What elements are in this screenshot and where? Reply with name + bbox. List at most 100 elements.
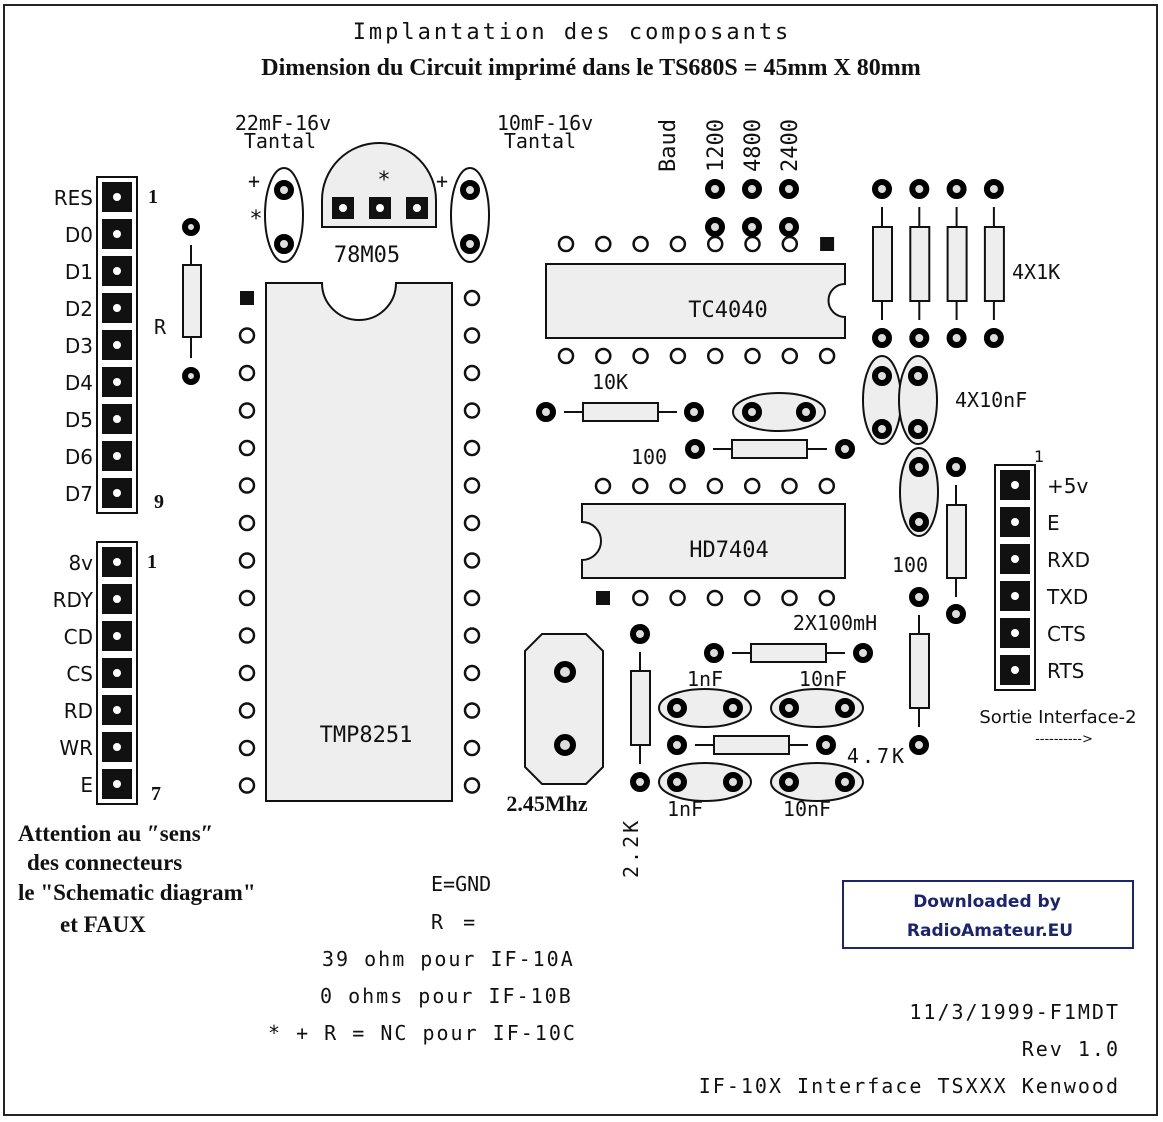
connector-housing [994, 464, 1036, 691]
connector-pin-hole [113, 632, 121, 640]
connector-pin-label: 8v [68, 551, 93, 575]
resistor-pad [983, 328, 1004, 348]
pin-pad [463, 739, 481, 757]
pin-pad [238, 702, 256, 719]
jumper-pad [705, 217, 725, 237]
resistor-body [983, 226, 1005, 302]
pin-pad [463, 477, 481, 494]
connector-data-first-pin: 1 [148, 186, 158, 208]
resistor-pad [946, 179, 967, 199]
pin-pad [557, 235, 575, 253]
pin-pad [463, 702, 481, 719]
connector-pin-label: D2 [65, 297, 93, 321]
inductor-100mh-2 [667, 735, 836, 755]
tantal-capacitor-10mf: + [436, 167, 490, 263]
pin-pad [238, 477, 256, 494]
regulator-label: 78M05 [334, 243, 400, 268]
warning-line-1: Attention au ″sens″ [18, 821, 213, 846]
resistor-body [946, 226, 968, 302]
resistor-4-7k: 4.7K [847, 587, 930, 768]
connector-pin-label: CS [66, 662, 93, 686]
capacitor-1nf-bottom: 1nF [658, 762, 752, 821]
warning-line-2: des connecteurs [27, 850, 182, 875]
pin-pad [463, 777, 481, 794]
chip-tmp8251-pins [238, 289, 481, 794]
watermark-line-1: Downloaded by [913, 892, 1061, 912]
crystal: 2.45Mhz [506, 633, 604, 816]
watermark-line-2: RadioAmateur.EU [907, 921, 1073, 941]
pin-pad [238, 364, 256, 382]
footer-date-author: 11/3/1999-F1MDT [909, 1000, 1120, 1024]
pin-pad [632, 347, 649, 365]
cap-left-type: Tantal [244, 129, 316, 153]
pin-pad [238, 589, 256, 607]
resistor-10k-label: 10K [592, 370, 628, 394]
connector-pin-hole [113, 230, 121, 238]
pin-pad [594, 477, 612, 495]
pin-pad [595, 235, 612, 253]
pin-pad [781, 235, 799, 253]
pin-pad [632, 477, 649, 495]
pin-pad [238, 777, 256, 794]
connector-pin-hole [113, 378, 121, 386]
resistor-2-2k: 2.2K [619, 624, 651, 878]
connector-pin-label: E [1047, 511, 1060, 535]
pin-pad [595, 347, 612, 365]
warning-line-4: et FAUX [60, 912, 146, 937]
connector-pin-label: TXD [1046, 585, 1088, 609]
pin-pad [238, 439, 256, 457]
pin-pad [632, 589, 649, 607]
connector-pin-label: RTS [1047, 659, 1084, 683]
pin-pad [743, 477, 761, 495]
resistor-pad [946, 328, 967, 348]
resistor-2-2k-label: 2.2K [619, 818, 643, 878]
resistor-pack-label: 4X1K [1012, 260, 1060, 284]
connector-pin-label: +5v [1047, 474, 1088, 498]
chip-hd7404-label: HD7404 [689, 538, 768, 563]
plus-sign: + [436, 169, 448, 193]
note-r: R = [431, 910, 479, 934]
connector-pin-hole [1011, 518, 1019, 526]
resistor-r-label: R [154, 315, 167, 339]
connector-pin-hole [113, 267, 121, 275]
pin-pad [238, 739, 256, 757]
baud-rate-label: 1200 [704, 119, 729, 172]
connector-pin-hole [113, 489, 121, 497]
chip-tc4040: TC4040 [545, 263, 846, 339]
pin-pad [669, 235, 687, 253]
resistor-100-vertical: 100 [892, 457, 967, 624]
jumper-pad [742, 217, 762, 237]
connector-output-arrow: ----------> [1035, 732, 1093, 747]
chip-tmp8251-label: TMP8251 [320, 723, 413, 748]
jumper-pad [779, 217, 799, 237]
baud-rate-label: 4800 [741, 119, 766, 172]
pin-pad [706, 347, 724, 365]
connector-pin-hole [1011, 592, 1019, 600]
resistor-pad [872, 179, 892, 199]
resistor-pad [909, 328, 930, 348]
connector-pin-hole [113, 558, 121, 566]
resistor-pad [983, 179, 1004, 199]
pin-pad [238, 664, 256, 682]
pin-pad [706, 477, 724, 495]
pin-pad [463, 589, 481, 607]
capacitor-10nf-bottom-label: 10nF [783, 797, 831, 821]
pin-pad [706, 589, 724, 607]
chip-tmp8251: TMP8251 [265, 282, 453, 802]
connector-pin-label: CTS [1047, 622, 1086, 646]
chip-tc4040-pins [557, 235, 836, 365]
jumper-pad [742, 179, 762, 199]
note-option-b: 0 ohms pour IF-10B [320, 984, 573, 1008]
connector-pin-label: D5 [65, 408, 93, 432]
capacitor-1nf-bottom-label: 1nF [667, 797, 703, 821]
connector-pin-label: RES [54, 186, 93, 210]
connector-data-last-pin: 9 [154, 491, 164, 513]
pin-pad [632, 235, 649, 253]
watermark-box: Downloaded by RadioAmateur.EU [842, 880, 1134, 949]
pin-pad [669, 589, 686, 607]
chip-hd7404: HD7404 [581, 503, 846, 579]
resistor-r: R [154, 218, 202, 385]
